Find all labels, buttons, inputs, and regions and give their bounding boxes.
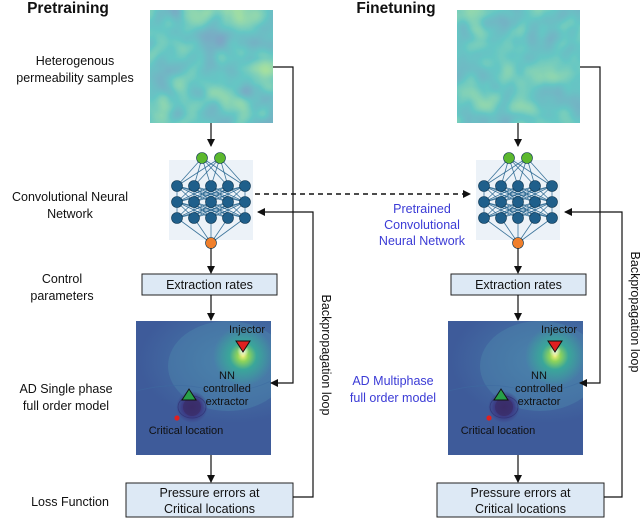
svg-text:full order model: full order model [23, 399, 109, 413]
nn-hidden-node [239, 180, 251, 192]
pressure-errors-box-left: Pressure errors at Critical locations [125, 482, 294, 518]
extraction-rates-box-left: Extraction rates [141, 273, 278, 296]
nn-hidden-node [222, 196, 234, 208]
svg-text:controlled: controlled [203, 383, 251, 395]
critical-location-point [486, 415, 492, 421]
svg-text:NN: NN [219, 370, 235, 382]
connectors-left [257, 66, 314, 498]
nn-hidden-node [171, 196, 183, 208]
label-permeability: Heterogenous permeability samples [16, 54, 133, 85]
svg-text:Extraction rates: Extraction rates [475, 278, 562, 292]
permeability-sample-left [150, 10, 273, 123]
nn-hidden-node [512, 196, 524, 208]
injector-label: Injector [229, 324, 265, 336]
connectors-right [564, 66, 623, 498]
critical-location-label: Critical location [461, 425, 536, 437]
heading-finetuning: Finetuning [356, 0, 435, 17]
permeability-sample-right [457, 10, 580, 123]
svg-text:extractor: extractor [206, 396, 249, 408]
svg-text:Extraction rates: Extraction rates [166, 278, 253, 292]
svg-text:Pressure errors at: Pressure errors at [159, 486, 260, 500]
nn-hidden-node [546, 180, 558, 192]
heading-pretraining: Pretraining [27, 0, 109, 17]
svg-text:Pretrained: Pretrained [393, 202, 451, 216]
nn-output-node [512, 237, 524, 249]
label-control-parameters: Control parameters [30, 272, 93, 303]
label-loss-function: Loss Function [31, 495, 109, 509]
critical-location-point [174, 415, 180, 421]
nn-hidden-node [171, 212, 183, 224]
critical-location-label: Critical location [149, 425, 224, 437]
injector-marker [235, 340, 251, 353]
svg-text:permeability samples: permeability samples [16, 71, 133, 85]
nn-hidden-node [478, 212, 490, 224]
nn-hidden-node [495, 212, 507, 224]
nn-hidden-node [546, 196, 558, 208]
svg-text:parameters: parameters [30, 289, 93, 303]
svg-text:Network: Network [47, 207, 94, 221]
nn-hidden-node [546, 212, 558, 224]
svg-text:Convolutional Neural: Convolutional Neural [12, 190, 128, 204]
nn-hidden-node [529, 196, 541, 208]
nn-hidden-node [478, 180, 490, 192]
extractor-marker [181, 388, 197, 401]
neural-network-left [169, 152, 253, 249]
injector-label: Injector [541, 324, 577, 336]
nn-hidden-node [171, 180, 183, 192]
nn-hidden-node [188, 180, 200, 192]
svg-text:Critical locations: Critical locations [475, 502, 566, 516]
label-pretrained-cnn: Pretrained Convolutional Neural Network [379, 202, 466, 248]
nn-hidden-node [205, 196, 217, 208]
nn-hidden-node [188, 196, 200, 208]
nn-hidden-node [188, 212, 200, 224]
svg-text:NN: NN [531, 370, 547, 382]
nn-hidden-node [512, 180, 524, 192]
neural-network-right [476, 152, 560, 249]
backprop-label-right: Backpropagation loop [628, 252, 640, 373]
nn-input-node [503, 152, 515, 164]
injector-marker [547, 340, 563, 353]
nn-input-node [196, 152, 208, 164]
nn-hidden-node [529, 180, 541, 192]
nn-hidden-node [529, 212, 541, 224]
nn-hidden-node [239, 196, 251, 208]
nn-hidden-node [495, 196, 507, 208]
svg-text:controlled: controlled [515, 383, 563, 395]
pressure-errors-box-right: Pressure errors at Critical locations [436, 482, 605, 518]
nn-hidden-node [239, 212, 251, 224]
label-single-phase-model: AD Single phase full order model [19, 382, 112, 413]
nn-hidden-node [478, 196, 490, 208]
nn-hidden-node [512, 212, 524, 224]
svg-text:extractor: extractor [518, 396, 561, 408]
svg-text:Pressure errors at: Pressure errors at [470, 486, 571, 500]
nn-hidden-node [205, 212, 217, 224]
nn-hidden-node [205, 180, 217, 192]
nn-hidden-node [495, 180, 507, 192]
nn-input-node [214, 152, 226, 164]
svg-text:Convolutional: Convolutional [384, 218, 460, 232]
label-cnn: Convolutional Neural Network [12, 190, 128, 221]
svg-text:Critical locations: Critical locations [164, 502, 255, 516]
svg-text:AD Single phase: AD Single phase [19, 382, 112, 396]
backprop-label-left: Backpropagation loop [319, 295, 333, 416]
nn-input-node [521, 152, 533, 164]
label-multiphase-model: AD Multiphase full order model [350, 374, 436, 405]
svg-text:full order model: full order model [350, 391, 436, 405]
extractor-marker [493, 388, 509, 401]
svg-text:AD Multiphase: AD Multiphase [352, 374, 433, 388]
svg-text:Neural Network: Neural Network [379, 234, 466, 248]
nn-output-node [205, 237, 217, 249]
extraction-rates-box-right: Extraction rates [450, 273, 587, 296]
svg-text:Heterogenous: Heterogenous [36, 54, 115, 68]
svg-text:Control: Control [42, 272, 82, 286]
nn-hidden-node [222, 180, 234, 192]
nn-hidden-node [222, 212, 234, 224]
